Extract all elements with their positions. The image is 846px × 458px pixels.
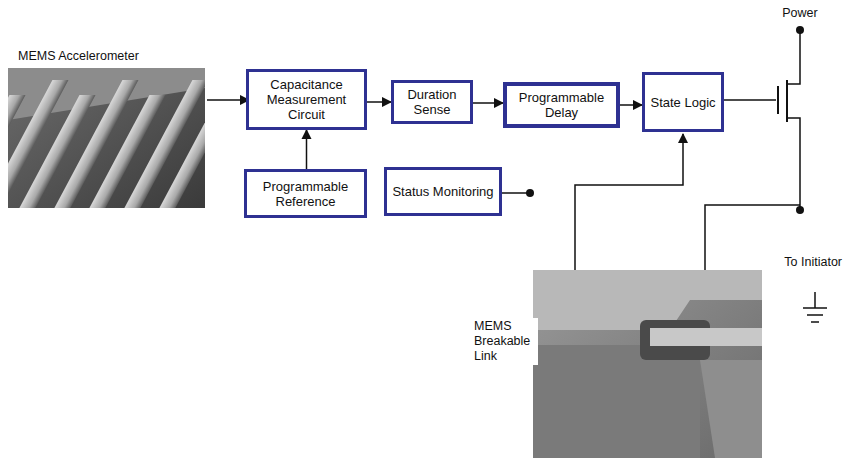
part-label: MEMS Breakable Link bbox=[472, 318, 538, 365]
signal-arrow bbox=[367, 101, 391, 103]
box-label: Status Monitoring bbox=[392, 184, 493, 199]
terminal-dot bbox=[796, 26, 804, 34]
process-box: Capacitance Measurement Circuit bbox=[246, 69, 367, 130]
part-label: To Initiator bbox=[758, 255, 842, 270]
part-label: Power bbox=[770, 6, 830, 21]
terminal-dot bbox=[526, 189, 534, 197]
process-box: State Logic bbox=[642, 72, 724, 132]
process-box: Status Monitoring bbox=[384, 167, 502, 216]
part-label: MEMS Accelerometer bbox=[18, 49, 208, 64]
process-box: Programmable Delay bbox=[503, 82, 620, 128]
box-label: Duration Sense bbox=[394, 87, 470, 117]
box-label: Programmable Delay bbox=[507, 90, 616, 120]
signal-arrow bbox=[620, 104, 642, 106]
signal-arrow bbox=[306, 130, 308, 169]
accelerometer-image bbox=[8, 68, 205, 208]
box-label: Capacitance Measurement Circuit bbox=[249, 77, 364, 122]
box-label: State Logic bbox=[650, 95, 715, 110]
process-box: Programmable Reference bbox=[244, 169, 367, 218]
breakable-link-image bbox=[533, 270, 762, 458]
box-label: Programmable Reference bbox=[247, 179, 364, 209]
terminal-dot bbox=[796, 206, 804, 214]
signal-arrow bbox=[473, 102, 503, 104]
process-box: Duration Sense bbox=[391, 80, 473, 124]
wiring bbox=[207, 30, 827, 322]
